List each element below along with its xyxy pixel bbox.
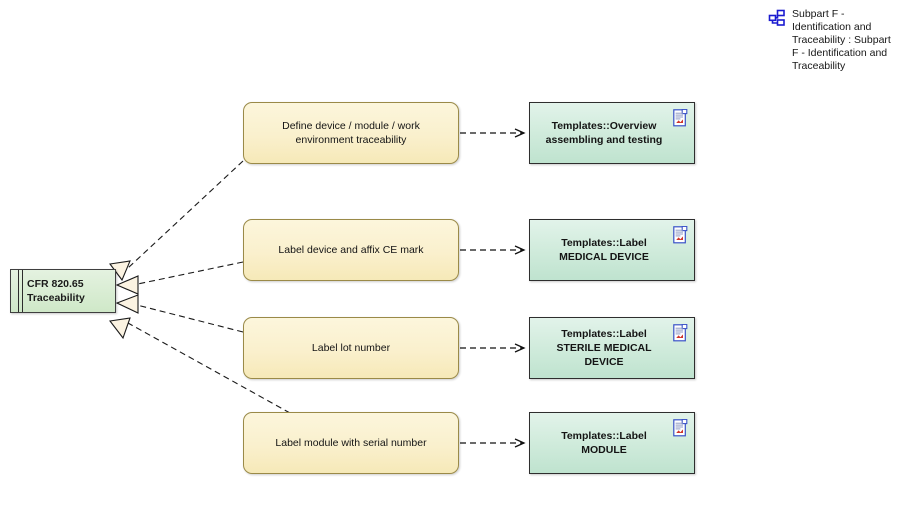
- requirement-label: CFR 820.65 Traceability: [27, 278, 85, 304]
- activity-label: Label lot number: [311, 342, 391, 354]
- package-tree-icon: [768, 9, 786, 27]
- activity-node-label-lot-number[interactable]: Label lot number: [243, 317, 459, 379]
- activity-node-label-device-ce-mark[interactable]: Label device and affix CE mark: [243, 219, 459, 281]
- artifact-node-label-module[interactable]: Templates::Label MODULE: [529, 412, 695, 474]
- requirement-accent-line-1: [18, 270, 19, 312]
- activity-node-define-traceability[interactable]: Define device / module / work environmen…: [243, 102, 459, 164]
- document-icon: [673, 108, 688, 127]
- diagram-legend: Subpart F - Identification and Traceabil…: [768, 8, 896, 73]
- activity-label: Label device and affix CE mark: [278, 244, 424, 256]
- activity-label: Define device / module / work environmen…: [282, 120, 420, 146]
- legend-label: Subpart F - Identification and Traceabil…: [792, 8, 891, 72]
- activity-node-label-module-serial-number[interactable]: Label module with serial number: [243, 412, 459, 474]
- document-icon: [673, 418, 688, 437]
- artifact-node-label-sterile-medical-device[interactable]: Templates::Label STERILE MEDICAL DEVICE: [529, 317, 695, 379]
- artifact-node-overview-assembling-testing[interactable]: Templates::Overview assembling and testi…: [529, 102, 695, 164]
- artifact-label: Templates::Label MEDICAL DEVICE: [559, 237, 649, 263]
- requirement-node-cfr-820-65[interactable]: CFR 820.65 Traceability: [10, 269, 116, 313]
- activity-label: Label module with serial number: [275, 437, 427, 449]
- artifact-label: Templates::Overview assembling and testi…: [545, 120, 663, 146]
- artifact-label: Templates::Label STERILE MEDICAL DEVICE: [556, 328, 652, 368]
- document-icon: [673, 323, 688, 342]
- artifact-node-label-medical-device[interactable]: Templates::Label MEDICAL DEVICE: [529, 219, 695, 281]
- artifact-label: Templates::Label MODULE: [561, 430, 647, 456]
- requirement-accent-line-2: [22, 270, 23, 312]
- dependency-connectors: [460, 128, 526, 448]
- document-icon: [673, 225, 688, 244]
